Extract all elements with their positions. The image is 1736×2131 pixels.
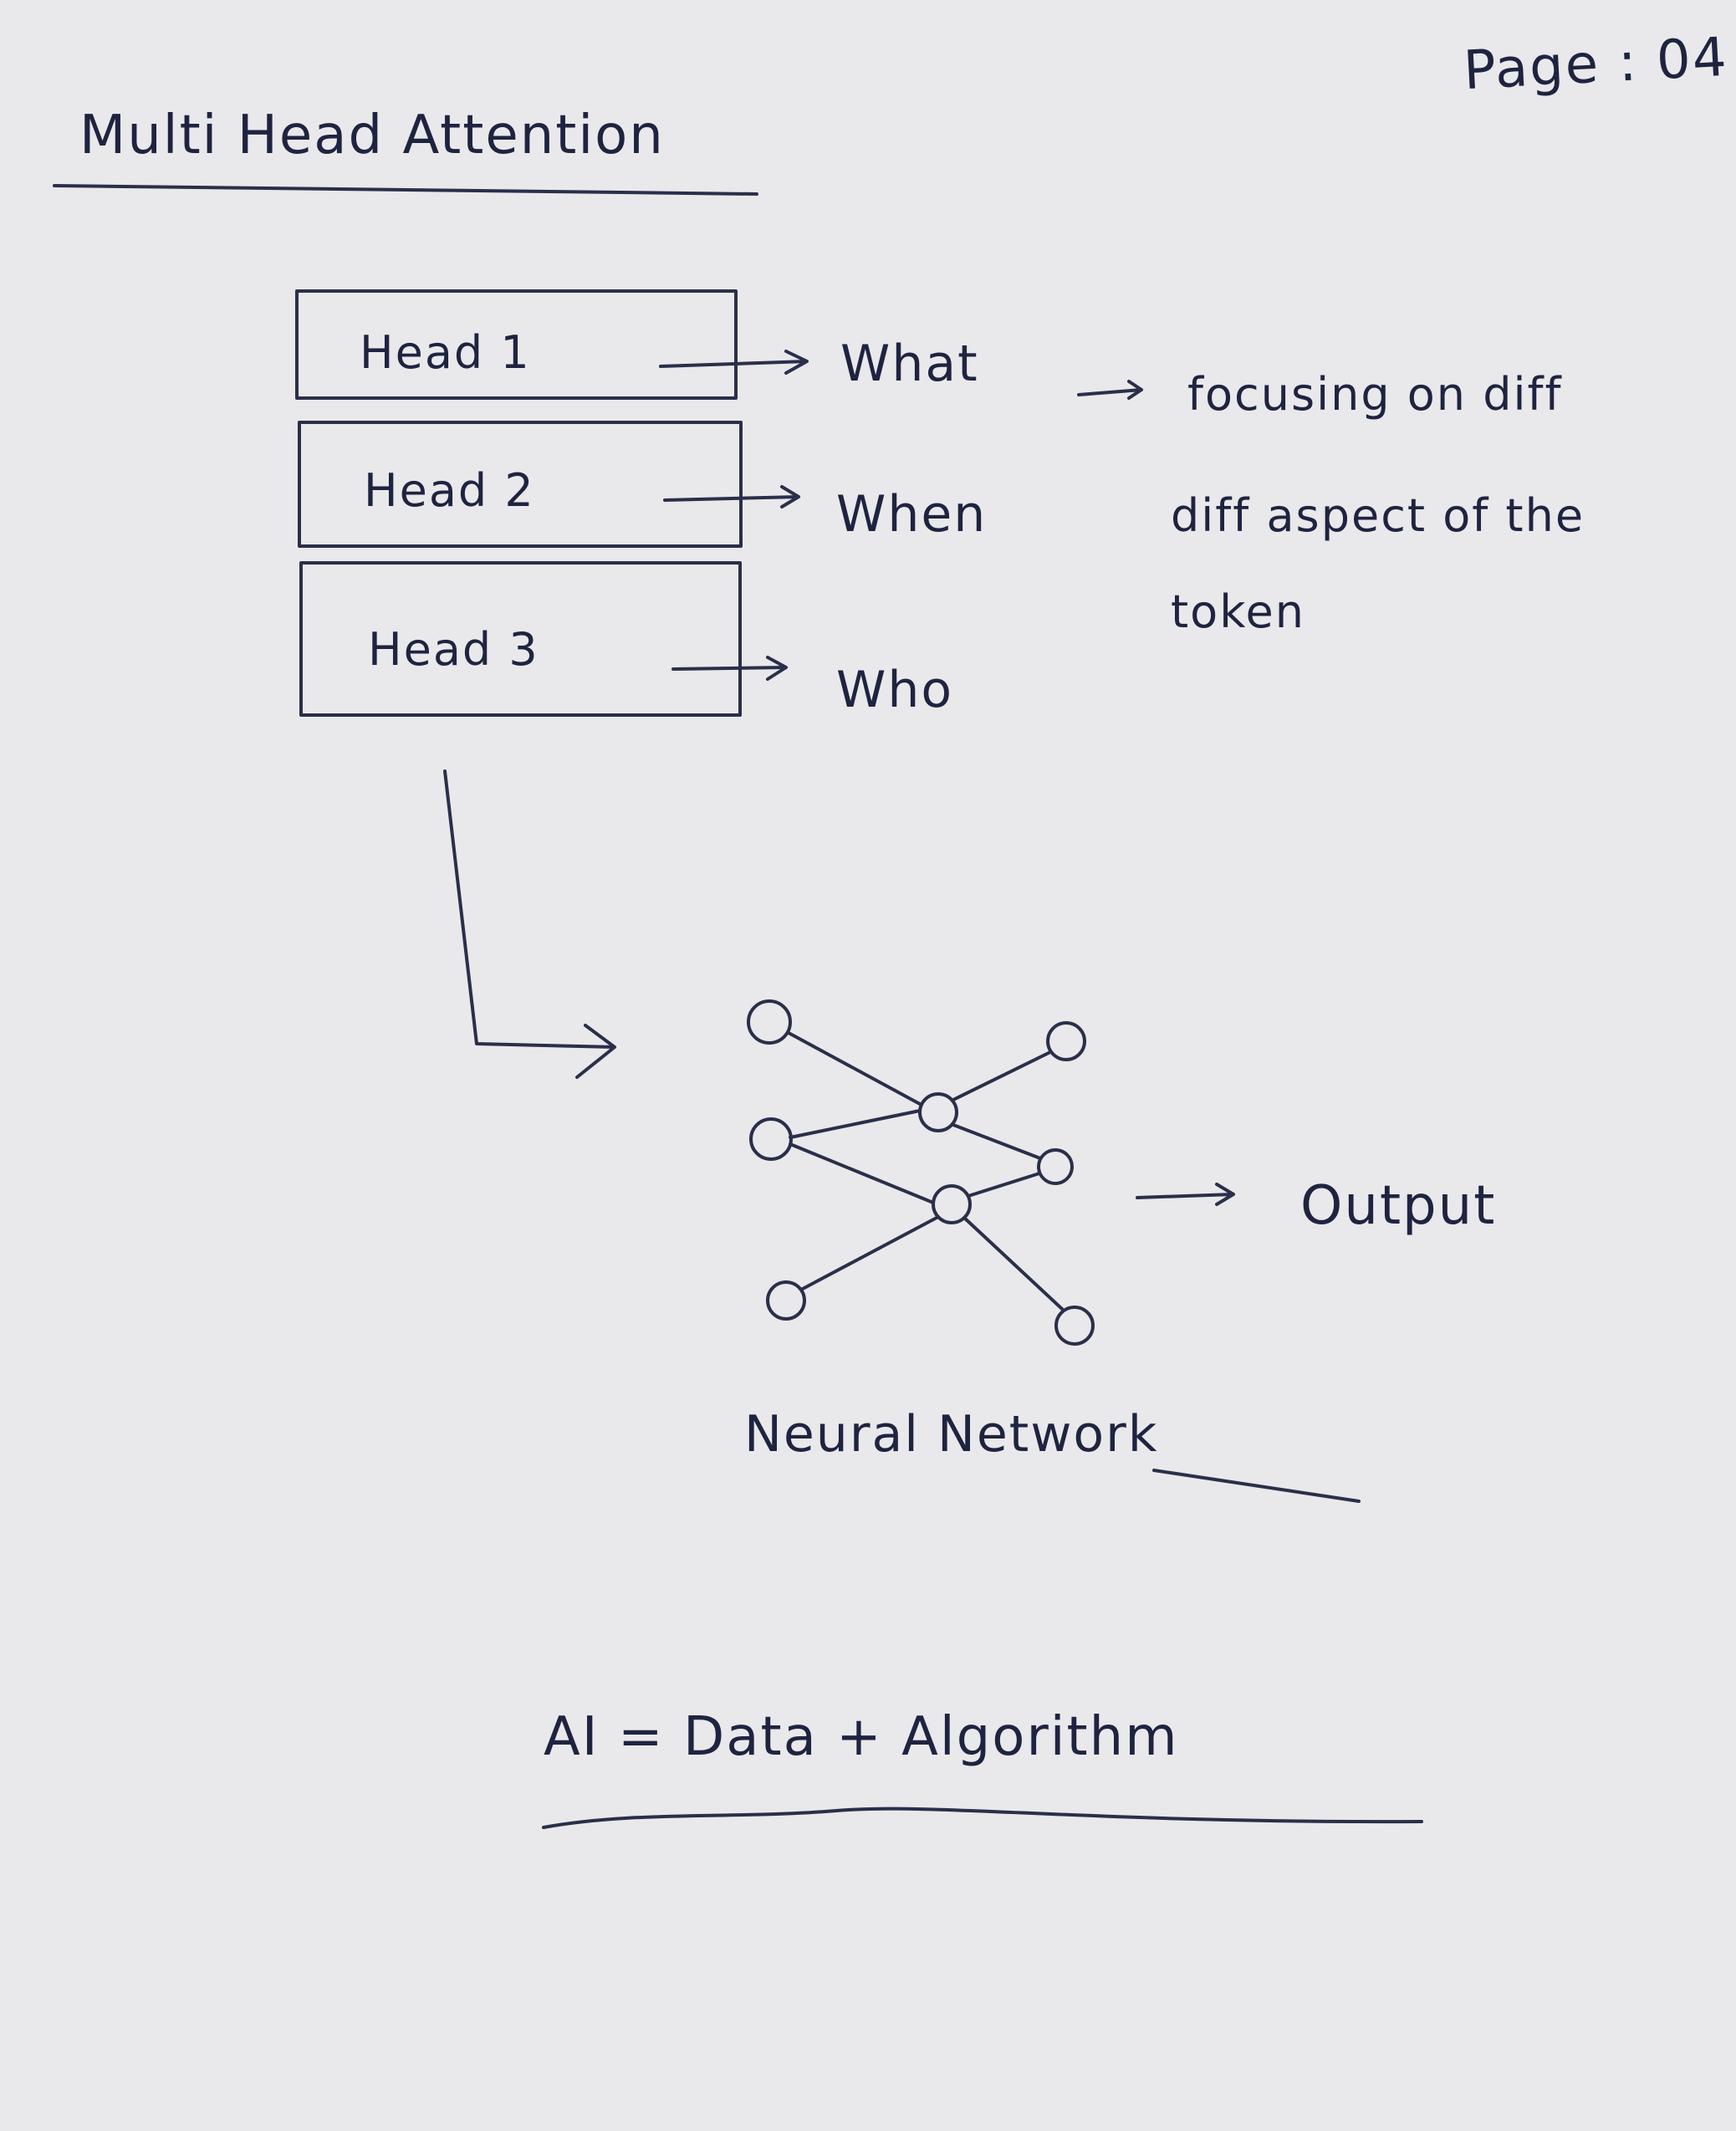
nn-node-out-3 — [1054, 1306, 1095, 1346]
page-title: Multi Head Attention — [79, 105, 665, 166]
l-arrow — [443, 769, 616, 1079]
head-3-box — [299, 561, 742, 717]
head-3-label: Head 3 — [368, 623, 539, 676]
head-1-label: Head 1 — [360, 326, 531, 379]
nn-node-out-1 — [1046, 1021, 1086, 1061]
head-2-box — [298, 421, 743, 548]
nn-edge — [952, 1050, 1052, 1101]
nn-edge — [787, 1031, 922, 1106]
head-1-output: What — [840, 335, 979, 393]
note-line-3: token — [1171, 585, 1306, 638]
head-2-output: When — [836, 485, 988, 544]
head-2-label: Head 2 — [364, 464, 535, 517]
output-arrow — [1136, 1183, 1235, 1206]
nn-edge — [789, 1109, 922, 1139]
head-1-box — [295, 289, 738, 400]
note-arrow — [1077, 380, 1143, 400]
nn-node-in-1 — [747, 999, 792, 1045]
head-3-arrow — [671, 656, 788, 681]
head-3-output: Who — [836, 661, 954, 719]
head-2-arrow — [663, 485, 800, 508]
head-1-arrow — [659, 350, 809, 375]
neural-network-label: Neural Network — [744, 1405, 1159, 1464]
note-line-2: diff aspect of the — [1171, 489, 1585, 542]
nn-edge — [962, 1216, 1064, 1311]
formula-underline — [542, 1806, 1423, 1829]
nn-edge — [967, 1172, 1041, 1198]
note-line-1: focusing on diff — [1187, 368, 1563, 421]
nn-node-in-3 — [766, 1280, 806, 1321]
nn-node-in-2 — [749, 1117, 793, 1161]
nn-edge — [799, 1215, 940, 1291]
title-underline — [53, 184, 758, 196]
nn-node-hidden-1 — [918, 1092, 958, 1132]
nn-edge — [952, 1123, 1042, 1160]
nn-label-underline — [1152, 1469, 1361, 1503]
ai-formula: AI = Data + Algorithm — [544, 1706, 1179, 1768]
nn-node-out-2 — [1037, 1148, 1074, 1185]
nn-edge — [789, 1142, 935, 1204]
output-label: Output — [1300, 1175, 1497, 1237]
